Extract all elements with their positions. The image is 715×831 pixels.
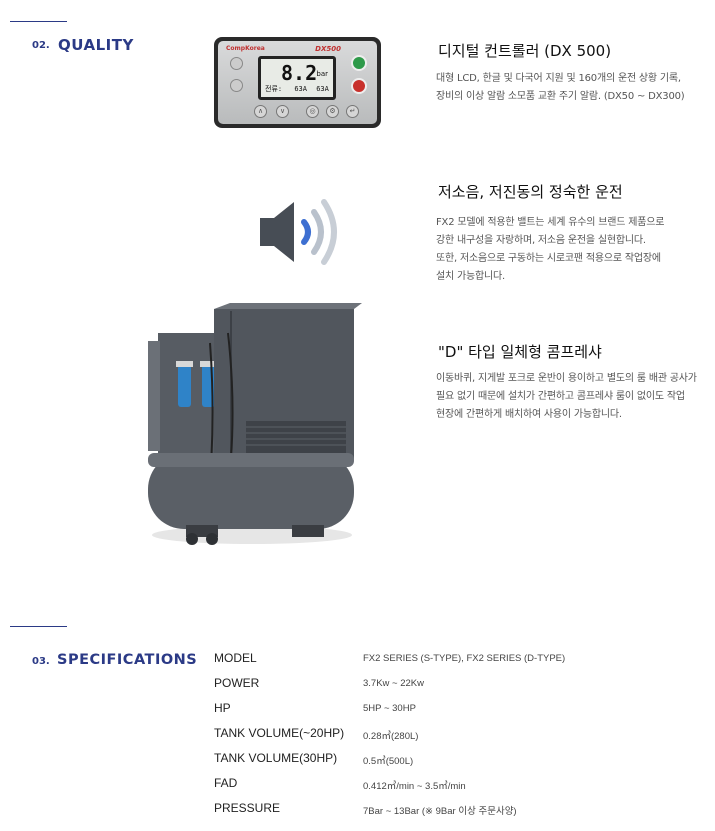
spec-label-model: MODEL xyxy=(214,651,257,665)
specifications-section-number: 03. xyxy=(32,656,50,667)
specifications-section-rule xyxy=(10,626,67,627)
lcd-pressure-value: 8.2 xyxy=(281,61,318,85)
feature-dtype-text: 이동바퀴, 지게발 포크로 운반이 용이하고 별도의 룸 배관 공사가 필요 없… xyxy=(436,370,697,424)
spec-label-tank-30hp: TANK VOLUME(30HP) xyxy=(214,751,338,765)
spec-value-pressure: 7Bar ~ 13Bar (※ 9Bar 이상 주문사양) xyxy=(363,806,517,817)
text-line: 강한 내구성을 자랑하며, 저소음 운전을 실현합니다. xyxy=(436,235,646,246)
lcd-current-label: 전류: xyxy=(265,85,283,93)
spec-label-pressure: PRESSURE xyxy=(214,801,281,815)
feature-dtype-title: "D" 타입 일체형 콤프레샤 xyxy=(438,343,602,361)
sound-wave-middle xyxy=(311,209,324,255)
quality-section-rule xyxy=(10,21,67,22)
feature-lownoise-text: FX2 모델에 적용한 밸트는 세계 유수의 브랜드 제품으로 강한 내구성을 … xyxy=(436,214,664,286)
sound-wave-outer xyxy=(321,199,337,265)
controller-lcd: 8.2 bar 전류: 63A 63A xyxy=(258,56,336,100)
speaker-icon xyxy=(260,199,337,265)
quality-section-title: QUALITY xyxy=(58,36,134,54)
specifications-section-title: SPECIFICATIONS xyxy=(57,652,198,668)
up-arrow-icon[interactable]: ∧ xyxy=(254,105,267,118)
spec-label-fad: FAD xyxy=(214,776,238,790)
text-line: FX2 모델에 적용한 밸트는 세계 유수의 브랜드 제품으로 xyxy=(436,217,665,228)
spec-value-fad: 0.412㎥/min ~ 3.5㎥/min xyxy=(363,781,466,792)
sound-wave-inner xyxy=(301,219,311,245)
controller-brand-logo: CompKorea xyxy=(226,45,265,52)
spec-value-tank-20hp: 0.28㎥(280L) xyxy=(363,731,419,742)
digital-controller-image: CompKorea DX500 8.2 bar 전류: 63A 63A ∧ ∨ … xyxy=(214,37,381,128)
spec-label-power: POWER xyxy=(214,676,260,690)
text-line: 이동바퀴, 지게발 포크로 운반이 용이하고 별도의 룸 배관 공사가 xyxy=(436,373,697,384)
text-line: 필요 없기 때문에 설치가 간편하고 콤프레샤 룸이 없이도 작업 xyxy=(436,391,685,402)
text-line: 현장에 간편하게 배치하여 사용이 가능합니다. xyxy=(436,409,622,420)
lcd-pressure-unit: bar xyxy=(316,70,328,78)
spec-value-tank-30hp: 0.5㎥(500L) xyxy=(363,756,414,767)
text-line: 장비의 이상 알람 소모품 교환 주기 알람. (DX50 ~ DX300) xyxy=(436,91,685,102)
speaker-body xyxy=(260,202,294,262)
stop-button[interactable] xyxy=(351,78,367,94)
text-line: 대형 LCD, 한글 및 다국어 지원 및 160개의 운전 상황 기록, xyxy=(436,73,681,84)
warning-icon xyxy=(230,57,243,70)
down-arrow-icon[interactable]: ∨ xyxy=(276,105,289,118)
spec-label-hp: HP xyxy=(214,701,231,715)
enter-icon[interactable]: ↵ xyxy=(346,105,359,118)
feature-controller-title: 디지털 컨트롤러 (DX 500) xyxy=(438,42,612,60)
feature-controller-text: 대형 LCD, 한글 및 다국어 지원 및 160개의 운전 상황 기록, 장비… xyxy=(436,70,685,106)
lcd-current-row: 전류: 63A 63A xyxy=(265,84,329,94)
text-line: 설치 가능합니다. xyxy=(436,271,505,282)
service-icon xyxy=(230,79,243,92)
reset-icon[interactable]: ◎ xyxy=(306,105,319,118)
spec-value-power: 3.7Kw ~ 22Kw xyxy=(363,678,424,689)
lcd-current-1: 63A xyxy=(294,85,307,93)
setup-icon[interactable]: ⚙ xyxy=(326,105,339,118)
text-line: 또한, 저소음으로 구동하는 시로코팬 적용으로 작업장에 xyxy=(436,253,661,264)
feature-lownoise-title: 저소음, 저진동의 정숙한 운전 xyxy=(438,183,623,201)
compressor-image xyxy=(148,303,362,545)
spec-value-hp: 5HP ~ 30HP xyxy=(363,703,416,714)
lcd-current-2: 63A xyxy=(316,85,329,93)
quality-section-number: 02. xyxy=(32,40,50,51)
spec-value-model: FX2 SERIES (S-TYPE), FX2 SERIES (D-TYPE) xyxy=(363,653,566,664)
spec-label-tank-20hp: TANK VOLUME(~20HP) xyxy=(214,726,345,740)
start-button[interactable] xyxy=(351,55,367,71)
controller-model-label: DX500 xyxy=(315,45,341,53)
